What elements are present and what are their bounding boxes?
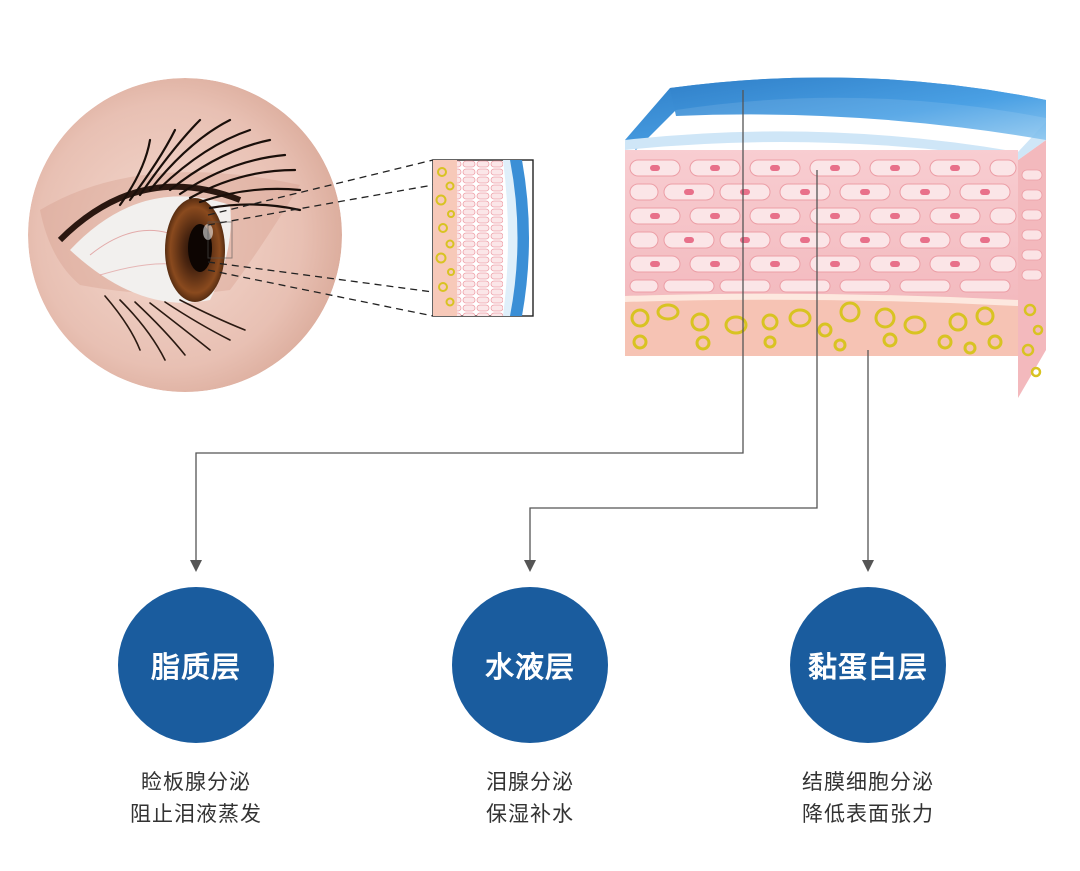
layer-name-mucin: 黏蛋白层	[807, 650, 928, 684]
connector-arrows	[195, 90, 869, 562]
layer-desc-line1: 结膜细胞分泌	[802, 770, 934, 794]
circle-lipid-layer	[118, 587, 274, 743]
layer-desc-line2: 降低表面张力	[802, 802, 934, 826]
eye-closeup-illustration	[28, 78, 342, 392]
arrowhead-aqueous	[524, 560, 536, 572]
arrowhead-mucin	[862, 560, 874, 572]
arrow-lipid	[195, 90, 744, 562]
layer-desc-lipid: 睑板腺分泌 阻止泪液蒸发	[76, 766, 316, 830]
circle-mucin-layer	[790, 587, 946, 743]
layer-desc-line2: 阻止泪液蒸发	[130, 802, 262, 826]
layer-desc-aqueous: 泪腺分泌 保湿补水	[410, 766, 650, 830]
tear-film-cross-section-illustration	[625, 77, 1046, 398]
layer-desc-line1: 睑板腺分泌	[141, 770, 251, 794]
tear-film-inset-illustration	[432, 159, 534, 317]
circle-aqueous-layer	[452, 587, 608, 743]
arrowhead-lipid	[190, 560, 202, 572]
layer-desc-line1: 泪腺分泌	[486, 770, 574, 794]
layer-name-aqueous: 水液层	[484, 650, 575, 684]
layer-name-lipid: 脂质层	[150, 650, 241, 684]
layer-desc-line2: 保湿补水	[486, 802, 574, 826]
zoom-guide-lines	[207, 159, 434, 317]
arrow-aqueous	[529, 170, 818, 562]
layer-desc-mucin: 结膜细胞分泌 降低表面张力	[748, 766, 988, 830]
